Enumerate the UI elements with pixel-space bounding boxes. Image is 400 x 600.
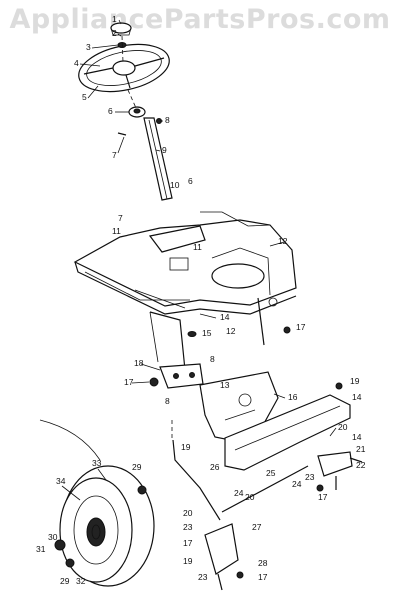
hub-washer[interactable]	[65, 558, 75, 568]
frame-bolt[interactable]	[283, 326, 291, 334]
dash-panel	[73, 211, 297, 315]
column-bracket[interactable]	[159, 363, 204, 389]
part-label: 26	[210, 462, 220, 472]
watermark: AppliancePartsPros.com	[9, 4, 391, 35]
part-label: 12	[278, 236, 288, 246]
part-label: 20	[338, 422, 348, 432]
part-label: 18	[134, 358, 144, 368]
part-label: 32	[76, 576, 86, 586]
part-label: 12	[226, 326, 236, 336]
part-label: 30	[48, 532, 58, 542]
part-label: 6	[108, 106, 113, 116]
part-label: 27	[252, 522, 262, 532]
tie-rod-nut[interactable]	[236, 571, 244, 579]
part-label: 13	[220, 380, 230, 390]
part-label: 8	[165, 115, 170, 125]
drag-link[interactable]	[172, 439, 221, 521]
part-label: 2	[112, 28, 117, 38]
part-label: 17	[296, 322, 306, 332]
part-label: 31	[36, 544, 46, 554]
part-label: 14	[352, 392, 362, 402]
part-label: 16	[288, 392, 298, 402]
part-label: 23	[198, 572, 208, 582]
part-label: 3	[86, 42, 91, 52]
part-label: 20	[183, 508, 193, 518]
part-label: 22	[356, 460, 366, 470]
part-label: 23	[305, 472, 315, 482]
part-label: 20	[245, 492, 255, 502]
shaft-washer[interactable]	[187, 331, 197, 337]
part-label: 17	[183, 538, 193, 548]
part-label: 29	[132, 462, 142, 472]
part-label: 14	[220, 312, 230, 322]
part-label: 24	[234, 488, 244, 498]
part-label: 9	[162, 145, 167, 155]
part-label: 28	[258, 558, 268, 568]
part-label: 8	[165, 396, 170, 406]
axle-bolt[interactable]	[335, 382, 343, 390]
part-label: 23	[183, 522, 193, 532]
spindle-nut[interactable]	[316, 484, 324, 492]
steering-bushing[interactable]	[128, 106, 146, 118]
right-spindle[interactable]	[317, 451, 363, 490]
part-label: 1	[112, 14, 117, 24]
part-label: 24	[292, 479, 302, 489]
part-label: 11	[193, 242, 202, 252]
part-label: 15	[202, 328, 212, 338]
lock-nut[interactable]	[149, 377, 159, 387]
part-label: 4	[74, 58, 79, 68]
part-label: 6	[188, 176, 193, 186]
part-label: 14	[352, 432, 362, 442]
part-label: 25	[266, 468, 276, 478]
steering-shaft[interactable]	[143, 117, 173, 201]
part-label: 19	[183, 556, 193, 566]
part-label: 10	[170, 180, 180, 190]
part-label: 7	[118, 213, 123, 223]
front-axle[interactable]	[224, 394, 351, 471]
part-label: 11	[112, 226, 121, 236]
part-label: 21	[356, 444, 366, 454]
part-label: 7	[112, 150, 117, 160]
part-label: 19	[181, 442, 191, 452]
part-label: 17	[124, 377, 134, 387]
left-spindle[interactable]	[204, 523, 239, 591]
part-label: 5	[82, 92, 87, 102]
part-labels: 1 2 3 4 5 6 7 8 9 10 11 12 13 14 15 16 1…	[36, 14, 366, 586]
extra-part-labels: 6 7 11 12 17 8 19 14 8 14 17 24 20 20 23…	[60, 176, 362, 586]
steering-wheel-cap[interactable]	[110, 22, 132, 36]
part-label: 17	[318, 492, 328, 502]
part-label: 8	[210, 354, 215, 364]
part-label: 17	[258, 572, 268, 582]
part-label: 19	[350, 376, 360, 386]
leader-lines	[61, 19, 337, 501]
tie-rod[interactable]	[221, 465, 309, 513]
part-label: 33	[92, 458, 102, 468]
valve-stem[interactable]	[137, 485, 147, 495]
part-label: 34	[56, 476, 66, 486]
part-label: 29	[60, 576, 70, 586]
axle-cap[interactable]	[54, 539, 66, 551]
front-wheel[interactable]	[59, 465, 155, 587]
